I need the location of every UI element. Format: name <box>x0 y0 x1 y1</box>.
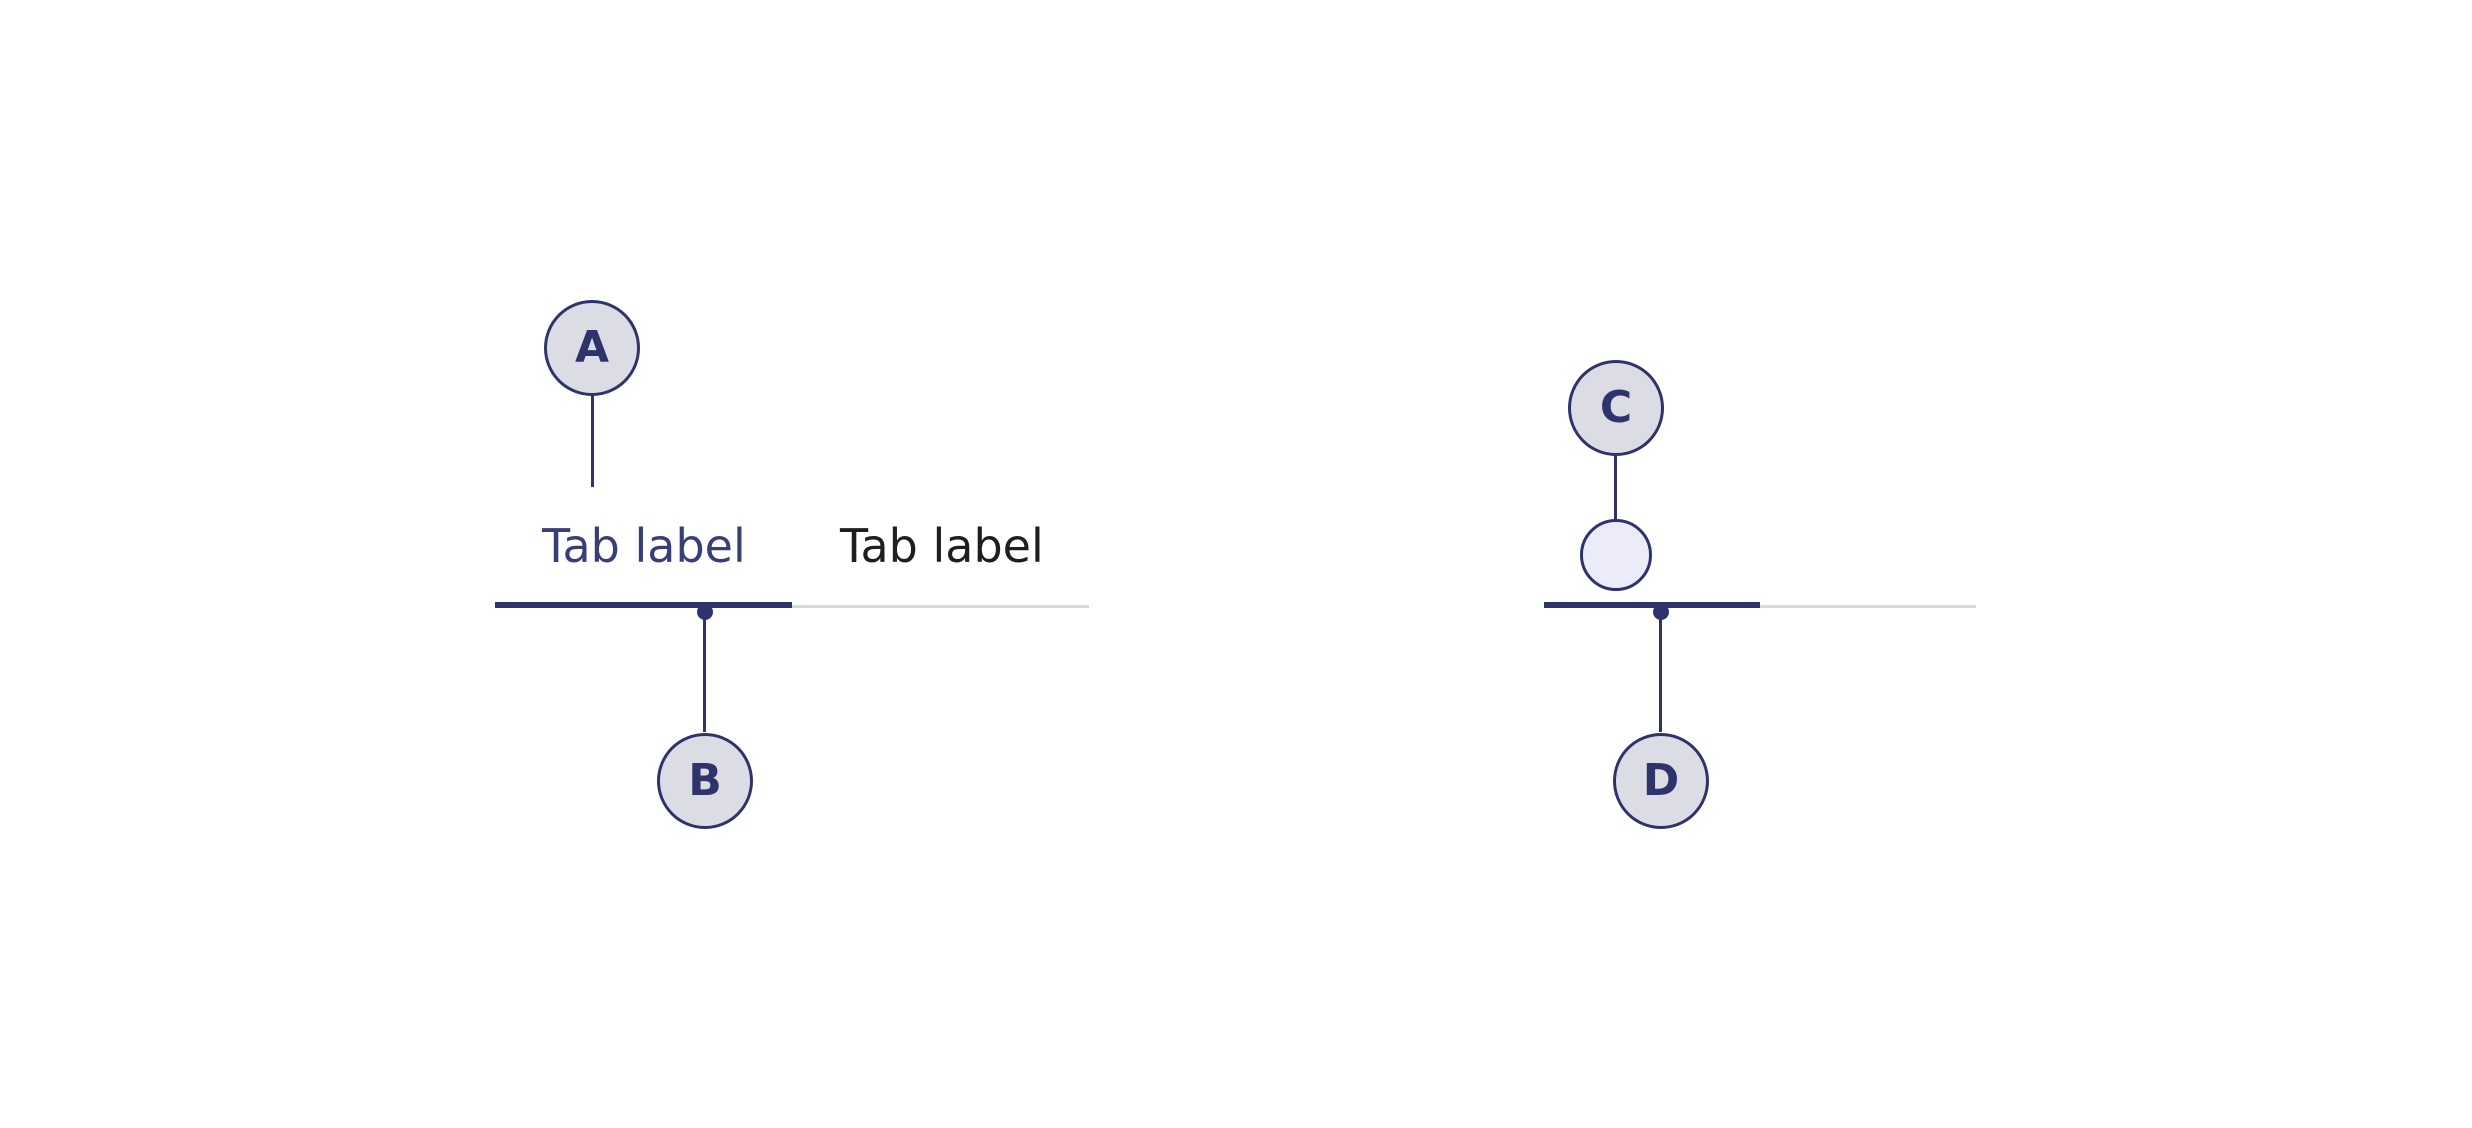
callout-line-c <box>1614 453 1617 519</box>
tab-track <box>495 605 1089 608</box>
callout-marker-d: D <box>1613 733 1709 829</box>
callout-line-d <box>1659 612 1662 732</box>
active-tab-indicator <box>495 602 792 608</box>
circle-placeholder-icon[interactable] <box>1580 519 1652 591</box>
tab-label-active[interactable]: Tab label <box>542 519 746 573</box>
tab-label-inactive[interactable]: Tab label <box>840 519 1044 573</box>
callout-marker-a: A <box>544 300 640 396</box>
callout-marker-b: B <box>657 733 753 829</box>
callout-marker-c: C <box>1568 360 1664 456</box>
callout-line-b <box>703 612 706 732</box>
icon-active-tab-indicator <box>1544 602 1760 608</box>
icon-tab-track <box>1544 605 1976 608</box>
text-tabs-example: A Tab label Tab label B <box>495 300 1089 829</box>
callout-line-a <box>591 393 594 487</box>
icon-tabs-example: C D <box>1236 0 2472 1128</box>
